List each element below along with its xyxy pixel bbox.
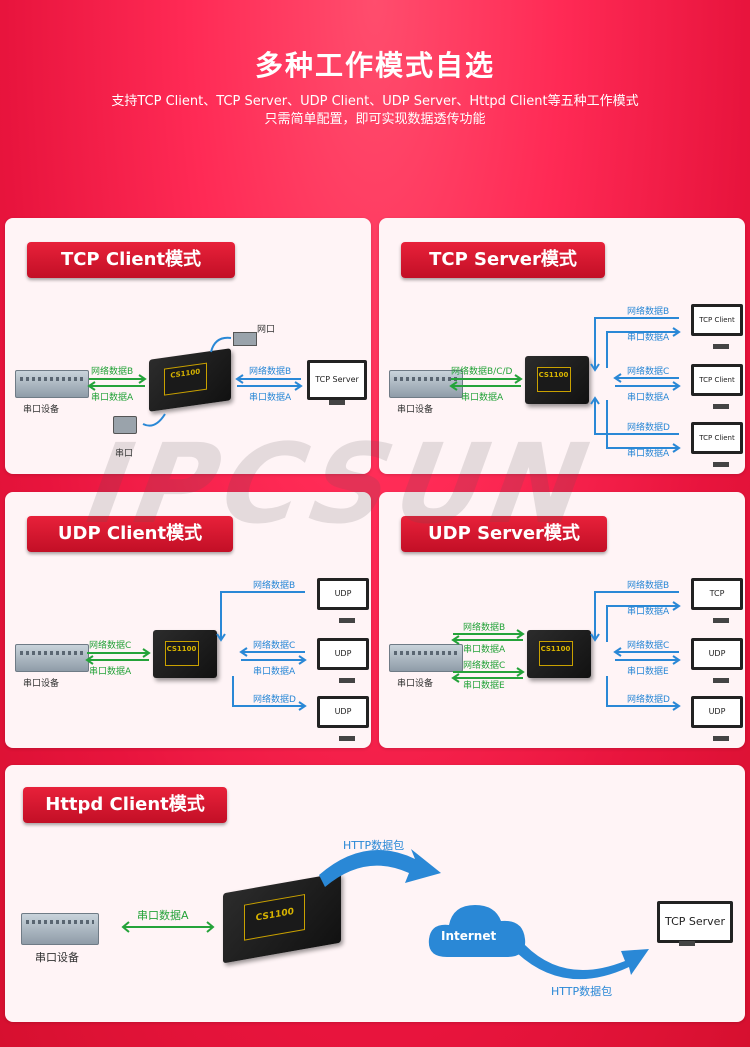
tcp-client-monitor-2: TCP Client	[691, 364, 743, 409]
client-2-net: 网络数据C	[627, 367, 670, 377]
target-2-net: 网络数据C	[253, 641, 296, 651]
target-1-serial: 串口数据A	[627, 607, 670, 617]
mode-title-tcp-client: TCP Client模式	[27, 242, 235, 278]
target-2-serial: 串口数据E	[627, 667, 669, 677]
internet-cloud-icon	[428, 905, 526, 957]
port-net-label: 网口	[257, 325, 276, 335]
udp-monitor-2: UDP	[317, 638, 369, 683]
label-net-bcd: 网络数据B/C/D	[451, 367, 513, 377]
plc-device	[15, 370, 89, 398]
label-serial-a: 串口数据A	[89, 667, 132, 677]
mode-title-httpd-client: Httpd Client模式	[23, 787, 227, 823]
label-serial-a: 串口数据A	[137, 909, 189, 922]
udp-monitor-3: UDP	[691, 696, 743, 741]
page-subtitle: 支持TCP Client、TCP Server、UDP Client、UDP S…	[0, 93, 750, 129]
left-label-4: 串口数据E	[463, 681, 505, 691]
mode-title-udp-server: UDP Server模式	[401, 516, 607, 552]
mode-title-tcp-server: TCP Server模式	[401, 242, 605, 278]
label-serial-a: 串口数据A	[91, 393, 134, 403]
hero-header: 多种工作模式自选 支持TCP Client、TCP Server、UDP Cli…	[0, 0, 750, 210]
tcp-server-monitor: TCP Server	[307, 360, 367, 405]
rj45-plug-icon	[233, 332, 257, 346]
label-net-b-2: 网络数据B	[249, 367, 292, 377]
http-label-top: HTTP数据包	[343, 839, 405, 852]
udp-monitor-1: UDP	[317, 578, 369, 623]
tcp-client-arrows	[87, 336, 303, 427]
page-title: 多种工作模式自选	[254, 49, 495, 82]
serial-device-label: 串口设备	[35, 951, 79, 964]
panel-tcp-server: TCP Server模式 串口设备 网络数据B/C/D 串口数据A CS1100…	[379, 218, 745, 474]
mode-title-udp-client: UDP Client模式	[27, 516, 233, 552]
serial-device-label: 串口设备	[397, 405, 434, 415]
label-net-b: 网络数据B	[91, 367, 134, 377]
serial-device-label: 串口设备	[397, 679, 434, 689]
panel-udp-client: UDP Client模式 串口设备 网络数据C 串口数据A CS1100 网络数…	[5, 492, 371, 748]
internet-label: Internet	[441, 929, 497, 943]
udp-server-arrows	[451, 591, 681, 711]
panel-tcp-client: TCP Client模式 串口设备 网络数据B 串口数据A CS1100 网口 …	[5, 218, 371, 474]
label-net-c: 网络数据C	[89, 641, 132, 651]
target-2-net: 网络数据C	[627, 641, 670, 651]
tcp-client-monitor-1: TCP Client	[691, 304, 743, 349]
tcp-client-monitor-3: TCP Client	[691, 422, 743, 467]
db9-plug-icon	[113, 416, 137, 434]
left-label-2: 串口数据A	[463, 645, 506, 655]
client-3-serial: 串口数据A	[627, 449, 670, 459]
target-3-net: 网络数据D	[627, 695, 670, 705]
plc-device	[389, 370, 463, 398]
serial-server-device: CS1100	[527, 630, 591, 678]
target-2-serial: 串口数据A	[253, 667, 296, 677]
client-2-serial: 串口数据A	[627, 393, 670, 403]
panel-httpd-client: Httpd Client模式 串口设备 串口数据A CS1100 HTTP数据包…	[5, 765, 745, 1022]
tcp-server-monitor: TCP Server	[657, 901, 733, 946]
device-screen: CS1100	[536, 366, 571, 392]
udp-monitor-2: UDP	[691, 638, 743, 683]
client-1-serial: 串口数据A	[627, 333, 670, 343]
httpd-client-arrows	[121, 849, 649, 980]
device-screen: CS1100	[538, 640, 573, 666]
udp-client-arrows	[85, 591, 307, 711]
plc-device	[389, 644, 463, 672]
plc-device	[21, 913, 99, 945]
panel-udp-server: UDP Server模式 串口设备 网络数据B 串口数据A 网络数据C 串口数据…	[379, 492, 745, 748]
client-3-net: 网络数据D	[627, 423, 670, 433]
serial-device-label: 串口设备	[23, 679, 60, 689]
subtitle-line-1: 支持TCP Client、TCP Server、UDP Client、UDP S…	[111, 94, 639, 109]
serial-device-label: 串口设备	[23, 405, 60, 415]
device-screen: CS1100	[164, 640, 199, 666]
left-label-3: 网络数据C	[463, 661, 506, 671]
label-serial-a-2: 串口数据A	[249, 393, 292, 403]
target-1-net: 网络数据B	[627, 581, 670, 591]
serial-server-device: CS1100	[525, 356, 589, 404]
port-serial-label: 串口	[115, 449, 134, 459]
label-serial-a: 串口数据A	[461, 393, 504, 403]
subtitle-line-2: 只需简单配置，即可实现数据透传功能	[264, 112, 486, 127]
left-label-1: 网络数据B	[463, 623, 506, 633]
udp-monitor-3: UDP	[317, 696, 369, 741]
serial-server-device: CS1100	[153, 630, 217, 678]
target-3-net: 网络数据D	[253, 695, 296, 705]
plc-device	[15, 644, 89, 672]
client-1-net: 网络数据B	[627, 307, 670, 317]
http-label-bottom: HTTP数据包	[551, 985, 613, 998]
tcp-monitor: TCP	[691, 578, 743, 623]
target-1-net: 网络数据B	[253, 581, 296, 591]
tcp-server-arrows	[449, 317, 681, 453]
